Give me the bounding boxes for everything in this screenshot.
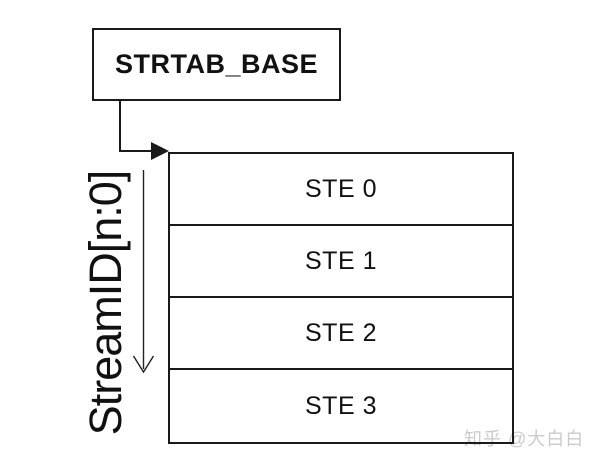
strtab-base-box: STRTAB_BASE [92,28,341,101]
arrow-down-icon [132,170,155,374]
streamid-axis-label: StreamID[n:0] [80,170,131,436]
ste-row-label: STE 2 [305,318,377,347]
ste-row-label: STE 0 [305,174,377,203]
strtab-base-label: STRTAB_BASE [114,49,319,79]
ste-row-label: STE 3 [305,391,377,420]
connector-vertical-line [119,100,121,151]
watermark: 知乎 @大白白 [464,429,585,449]
table-row-ste2: STE 2 [170,298,512,370]
arrow-right-icon [151,142,169,160]
ste-row-label: STE 1 [305,246,377,275]
table-row-ste3: STE 3 [170,370,512,442]
connector-horizontal-line [119,150,155,152]
table-row-ste1: STE 1 [170,226,512,298]
table-row-ste0: STE 0 [170,154,512,226]
stream-table: STE 0 STE 1 STE 2 STE 3 [168,152,514,444]
